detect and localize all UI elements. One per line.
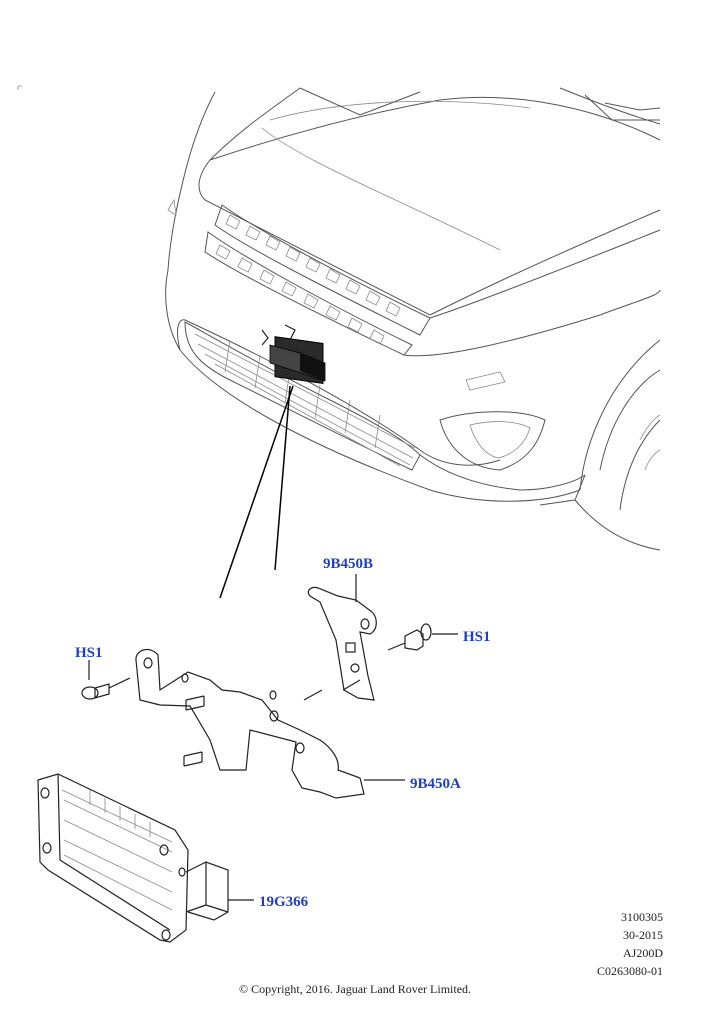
label-9b450a: 9B450A — [410, 776, 461, 792]
reference-line-3: AJ200D — [622, 946, 663, 960]
bracket-9b450b — [307, 574, 377, 701]
installed-module-icon — [261, 324, 326, 384]
reference-line-2: 30-2015 — [623, 928, 663, 942]
callout-line-right — [274, 385, 291, 571]
label-19g366: 19G366 — [259, 894, 309, 910]
label-hs1-right: HS1 — [463, 629, 491, 645]
reference-line-1: 3100305 — [621, 910, 663, 924]
label-hs1-left: HS1 — [75, 645, 103, 661]
bracket-9b450a — [135, 648, 405, 799]
callout-line-left — [219, 385, 294, 599]
label-9b450b: 9B450B — [323, 556, 373, 572]
copyright-notice: © Copyright, 2016. Jaguar Land Rover Lim… — [238, 982, 472, 996]
module-19g366 — [37, 773, 254, 943]
vehicle-front-illustration — [17, 85, 661, 551]
screw-hs1-left — [81, 660, 131, 700]
reference-line-4: C0263080-01 — [597, 964, 663, 978]
screw-hs1-right — [387, 623, 458, 651]
